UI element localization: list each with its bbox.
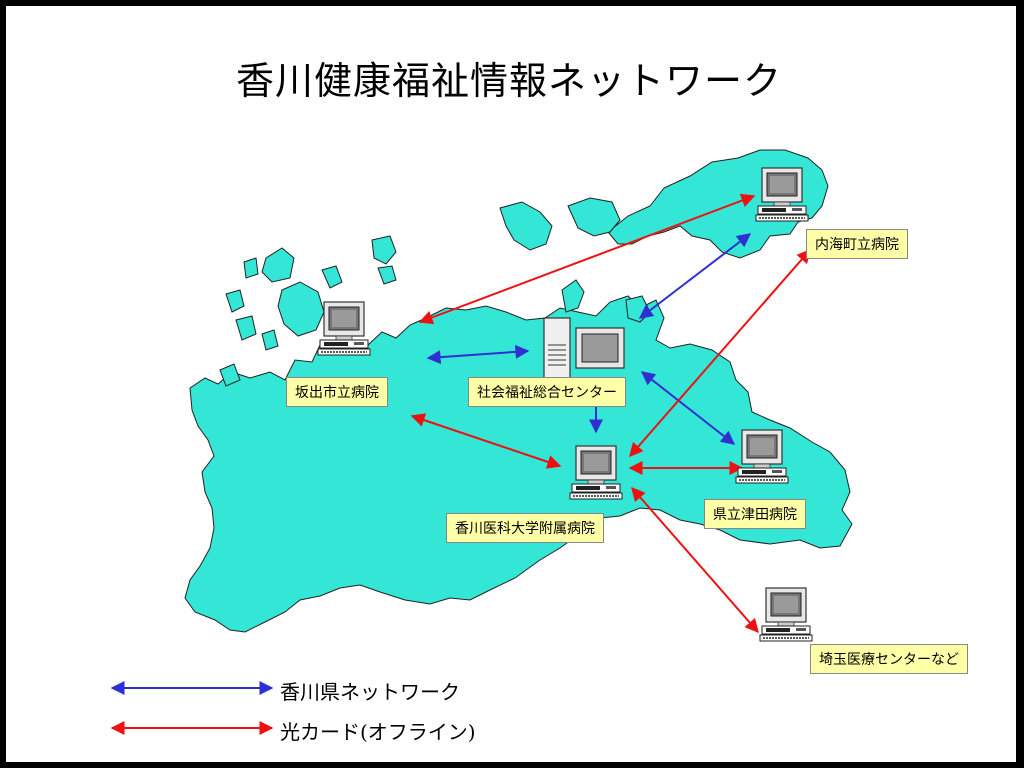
island <box>499 201 553 251</box>
island <box>377 265 397 285</box>
page-title: 香川健康福祉情報ネットワーク <box>236 59 783 103</box>
island <box>321 265 343 289</box>
shodoshima-island <box>607 149 829 259</box>
label-uchinomi-hospital: 内海町立病院 <box>806 229 908 259</box>
computer-icon-saitama <box>759 587 813 642</box>
label-tsuda-hospital: 県立津田病院 <box>704 499 806 529</box>
legend-red-label: 光カード(オフライン) <box>280 720 476 744</box>
island <box>261 329 279 351</box>
slide: 香川健康福祉情報ネットワーク <box>6 6 1016 762</box>
link-red-univ-uchinomi <box>629 248 811 458</box>
island <box>219 363 241 387</box>
link-blue-sakaide-center <box>426 344 530 365</box>
island <box>561 279 585 313</box>
link-red-univ-saitama <box>631 486 759 634</box>
link-red-sakaide-univ <box>410 413 562 469</box>
link-red-sakaide-uchinomi <box>418 193 756 325</box>
island <box>261 247 295 283</box>
computer-icon-tsuda <box>735 429 789 484</box>
island <box>277 281 325 337</box>
computer-icon-sakaide <box>317 301 371 356</box>
island <box>235 315 257 341</box>
legend-blue-label: 香川県ネットワーク <box>280 680 460 704</box>
label-kagawa-univ-hospital: 香川医科大学附属病院 <box>446 513 604 543</box>
island <box>243 257 259 279</box>
label-social-welfare-center: 社会福祉総合センター <box>468 377 626 407</box>
island <box>225 289 245 313</box>
label-sakaide-hospital: 坂出市立病院 <box>286 377 388 407</box>
computer-icon-univ <box>569 445 623 500</box>
island <box>371 235 397 265</box>
computer-icon-uchinomi <box>755 167 809 222</box>
link-blue-center-uchinomi <box>638 233 752 319</box>
server-icon-social-center <box>543 317 625 381</box>
label-saitama-center: 埼玉医療センターなど <box>810 644 968 674</box>
